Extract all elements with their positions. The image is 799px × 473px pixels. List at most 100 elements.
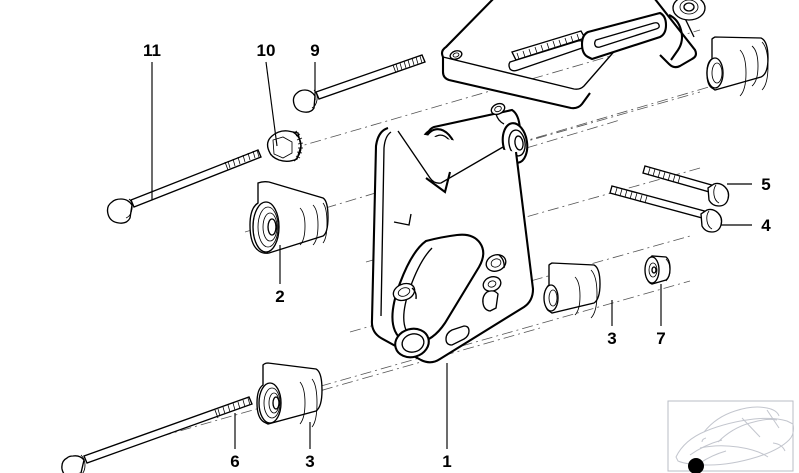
part-bushing-sleeve-topright <box>707 37 768 96</box>
bushing-2-right-end <box>323 203 327 243</box>
mount-front-band <box>443 57 590 108</box>
bushing-2-outer-ring <box>253 202 279 252</box>
bracket-top-eyelet <box>490 102 507 117</box>
bracket-right-boss-bore <box>514 135 524 150</box>
bushing-3b-bore <box>273 397 279 409</box>
bracket-right-bore-a <box>490 258 502 269</box>
part-washer-cap <box>645 256 670 284</box>
bolt-6-threads <box>217 397 251 417</box>
callout-leader-lines <box>151 61 752 449</box>
bushing-tr-step-b <box>762 42 768 90</box>
mount-eyelet <box>449 49 463 60</box>
callout-number-7[interactable]: 7 <box>656 329 665 348</box>
mount-front-edge <box>443 39 625 89</box>
part-hex-bolt-bottom <box>62 397 252 473</box>
vehicle-location-thumbnail <box>667 400 794 473</box>
vehicle-beltline <box>699 445 769 458</box>
mount-top-face <box>442 0 696 67</box>
bolt-6-shank <box>84 397 252 463</box>
callout-number-2[interactable]: 2 <box>275 287 284 306</box>
vehicle-body-outline <box>675 417 794 466</box>
top-washer-bore <box>684 3 694 11</box>
bolt-5-head-facet <box>714 185 719 203</box>
bracket-midleft-edge <box>412 288 416 299</box>
callout-number-6[interactable]: 6 <box>230 452 239 471</box>
bushing-tr-end <box>707 58 723 88</box>
callout-numbers: 11 10 9 5 4 2 3 7 6 3 1 <box>143 41 771 471</box>
bracket-right-bore-b <box>487 280 497 288</box>
nut-10-flange-edge <box>293 132 301 161</box>
bolt-4-head-facet <box>707 211 712 229</box>
bushing-2-step-a <box>300 208 305 245</box>
bolt-6-thread-start <box>215 410 218 418</box>
leader-10 <box>265 61 278 147</box>
nut-10-hex-face <box>273 137 292 158</box>
bracket-right-boss-mid <box>507 129 527 157</box>
bolt-4-threads <box>614 187 648 204</box>
bracket-midleft-hole <box>391 280 417 303</box>
bracket-gusset-triangle <box>426 172 450 192</box>
bolt-9-threads <box>395 55 423 72</box>
bracket-right-boss-c <box>483 291 498 311</box>
bolt-4-shank <box>610 186 708 219</box>
callout-number-11[interactable]: 11 <box>143 41 161 60</box>
callout-number-3-right[interactable]: 3 <box>607 329 616 348</box>
bolt-9-thread-start <box>393 65 396 73</box>
bracket-right-edge <box>499 255 504 268</box>
bolt-11-head <box>108 199 133 223</box>
bushing-2-mid-ring <box>258 207 278 247</box>
part-serrated-flange-nut <box>268 131 304 161</box>
part-hex-bolt-short-lower <box>610 186 722 232</box>
bolt-11-shank <box>131 150 261 207</box>
bolt-5-head <box>708 183 729 206</box>
bushing-3b-mid <box>264 388 280 418</box>
axis-lower-bushing <box>299 280 691 393</box>
vehicle-windshield <box>717 418 778 443</box>
bracket-lower-hole-bore <box>400 331 426 354</box>
bracket-right-hole-a <box>484 252 508 274</box>
nut-10-body <box>268 131 301 161</box>
callout-number-10[interactable]: 10 <box>257 41 276 60</box>
callout-number-1[interactable]: 1 <box>442 452 451 471</box>
bracket-left-edge-inner <box>381 132 391 316</box>
part-main-support-bracket <box>372 102 533 363</box>
vehicle-hood-crease <box>689 439 723 456</box>
part-rubber-bushing-left <box>250 182 328 254</box>
bolt-5-threads <box>647 167 681 184</box>
vehicle-location-marker <box>688 458 704 473</box>
bushing-3r-step-a <box>575 277 580 315</box>
vehicle-roof <box>703 406 780 433</box>
bushing-3b-step-b <box>312 379 317 427</box>
bolt-11-threads <box>227 149 260 169</box>
bolt-6-head-facet <box>81 455 85 473</box>
mount-serrations <box>516 33 580 60</box>
bracket-rect-slot <box>446 326 469 345</box>
axis-bottom-bolt <box>119 327 541 449</box>
part-hex-bolt-upper <box>293 55 425 112</box>
vehicle-thumb-frame <box>667 400 794 472</box>
bushing-3b-step-a <box>300 382 305 424</box>
washer-7-edge <box>666 259 670 281</box>
callout-number-4[interactable]: 4 <box>761 216 771 235</box>
bracket-notch-left <box>394 214 411 225</box>
bushing-3r-step-b <box>591 270 597 318</box>
mount-slot-right <box>582 13 666 59</box>
part-upper-mount-bracket <box>442 0 696 108</box>
bushing-2-bore <box>268 219 276 235</box>
callout-number-9[interactable]: 9 <box>310 41 319 60</box>
washer-7-mid <box>649 263 657 277</box>
part-hex-bolt-short-upper <box>643 166 729 206</box>
vehicle-rear-arch <box>772 442 786 452</box>
callout-number-3-bottom[interactable]: 3 <box>305 452 314 471</box>
bushing-2-inner-ring <box>263 213 277 241</box>
bolt-9-head <box>293 90 315 112</box>
vehicle-mirror <box>701 437 707 443</box>
bolt-4-head <box>701 209 722 232</box>
bushing-2-step-b <box>313 205 318 245</box>
callout-number-5[interactable]: 5 <box>761 175 770 194</box>
washer-7-bore <box>652 267 656 273</box>
bushing-tr-bore <box>712 63 722 83</box>
bushing-tr-step-a <box>752 46 758 86</box>
